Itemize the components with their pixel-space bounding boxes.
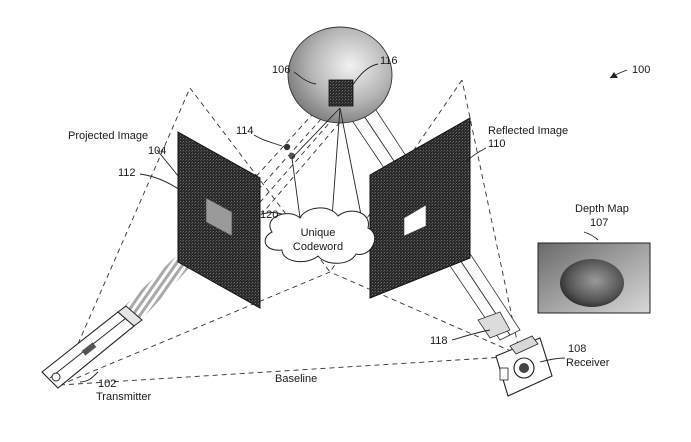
receiver-label: Receiver — [566, 357, 610, 369]
projected-image-plane — [177, 131, 261, 309]
depth-map-label: Depth Map — [575, 203, 629, 215]
unique-codeword-callout: Unique Codeword — [264, 207, 376, 264]
unique-codeword-label-line1: Unique — [301, 227, 336, 239]
depth-map-panel — [537, 242, 651, 314]
codeword-leaders — [291, 107, 363, 221]
diagram-labels: 100 106 116 114 Projected Image 104 112 … — [68, 55, 650, 403]
transmitter-device — [41, 305, 143, 389]
baseline-label: Baseline — [275, 373, 317, 385]
receiver-ref: 108 — [568, 343, 586, 355]
object-patch-ref: 116 — [380, 55, 398, 67]
projected-image-label: Projected Image — [68, 130, 148, 142]
transmitter-ref: 102 — [98, 378, 116, 390]
object-patch — [328, 79, 354, 107]
projected-patch-ref: 112 — [118, 167, 136, 179]
object-sphere — [287, 26, 393, 124]
transmitter-label: Transmitter — [96, 391, 152, 403]
unique-codeword-ref: 120 — [260, 209, 278, 221]
reference-leaders — [79, 63, 628, 383]
codeword-dots — [283, 143, 296, 160]
reflected-patch — [403, 204, 427, 237]
reflected-image-ref: 110 — [488, 138, 506, 150]
figure-number: 100 — [632, 64, 650, 76]
reflected-image-plane — [369, 117, 471, 299]
codeword-beam-ref: 114 — [236, 125, 254, 137]
reflected-image-label: Reflected Image — [488, 125, 568, 137]
unique-codeword-label-line2: Codeword — [293, 241, 343, 253]
object-ref: 106 — [272, 64, 290, 76]
depth-map-ref: 107 — [590, 217, 608, 229]
transmitter-lens-icon — [51, 372, 61, 382]
projected-patch — [205, 197, 233, 237]
projected-image-ref: 104 — [148, 145, 166, 157]
receiver-beam-ref: 118 — [430, 335, 448, 347]
receiver-camera — [495, 335, 553, 397]
